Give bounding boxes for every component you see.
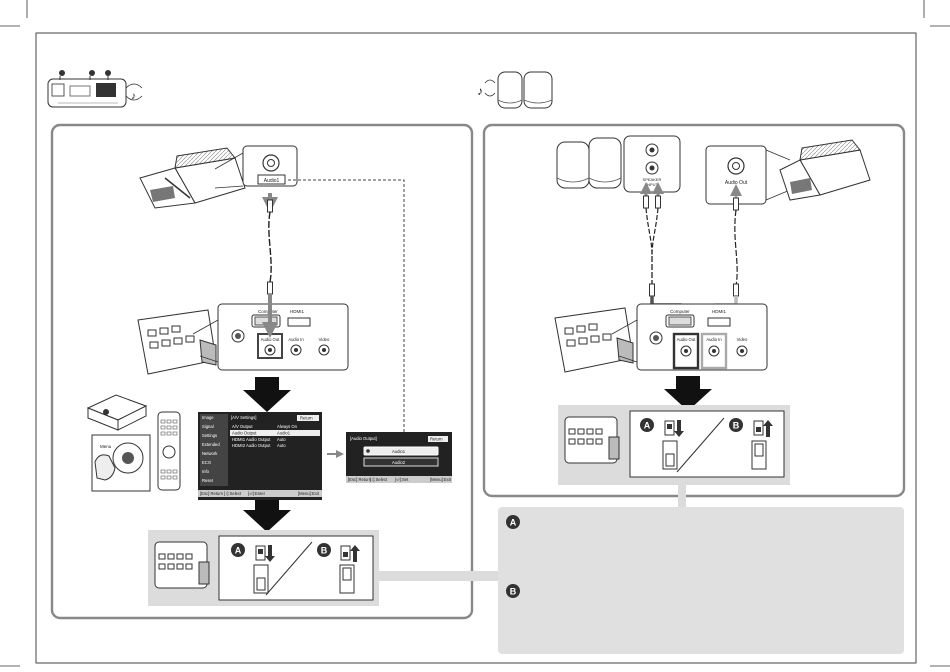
- menu-title: [A/V Settings]: [231, 415, 256, 420]
- step-arrow-right: [664, 376, 712, 411]
- external-speakers-icon: ♪: [477, 71, 553, 109]
- panel-left-audioout: Audio Out: [261, 337, 280, 342]
- menu-sidebar-5[interactable]: ECO: [202, 460, 212, 465]
- speaker-input-label: SPEAKER: [643, 177, 662, 182]
- control-unit-right: [564, 416, 620, 464]
- remote-menu-key: Menu: [100, 444, 112, 449]
- menu-sidebar-3[interactable]: Extended: [202, 442, 220, 447]
- menu-footer-2: [⏎]:Enter: [248, 491, 266, 496]
- audio-output-dialog: [Audio Output] Return Audio1 Audio2 [Esc…: [346, 432, 452, 483]
- menu-row-1-value: Audio1: [277, 431, 291, 436]
- menu-footer-1: [↕]:Select: [224, 491, 242, 496]
- projector-and-remote-illustration: Menu: [86, 394, 181, 492]
- dialog-footer-3: [Menu]:Exit: [430, 477, 452, 482]
- panel-right-video: Video: [737, 337, 748, 342]
- audio-cable-left: [262, 193, 278, 295]
- menu-row-2-label[interactable]: HDMI1 Audio Output: [232, 437, 271, 442]
- menu-footer-3: [Menu]:Exit: [298, 491, 320, 496]
- legend-marker-b: [506, 584, 520, 598]
- menu-return[interactable]: Return: [300, 416, 313, 421]
- panel-right-audioin: Audio In: [706, 337, 722, 342]
- menu-sidebar-0[interactable]: Image: [202, 415, 214, 420]
- legend-marker-a: [506, 515, 520, 529]
- svg-text:♪: ♪: [131, 91, 136, 102]
- audio-out-label-right: Audio Out: [725, 180, 748, 186]
- marker-a-right-text: A: [644, 421, 651, 431]
- speaker-input-label-2: INPUT: [646, 182, 659, 187]
- legend-marker-a-text: A: [510, 518, 517, 528]
- menu-row-3-value: Auto: [277, 443, 286, 448]
- left-panel: [50, 123, 474, 620]
- dialog-footer-0: [Esc]:Return: [348, 477, 372, 482]
- menu-footer-0: [Esc]:Return: [200, 491, 224, 496]
- legend-box: [498, 507, 904, 654]
- panel-left-video: Video: [319, 337, 330, 342]
- step-arrow-2: [243, 497, 291, 532]
- marker-b-left-text: B: [321, 546, 328, 556]
- projector-wall-mount-left: [139, 147, 246, 209]
- marker-a-left-text: A: [235, 546, 242, 556]
- dialog-return[interactable]: Return: [430, 437, 443, 442]
- menu-row-3-label[interactable]: HDMI2 Audio Output: [232, 443, 271, 448]
- projector-wall-mount-right: [779, 139, 871, 201]
- link-bar-left: [379, 571, 501, 581]
- dashed-route-audio1: [288, 179, 405, 438]
- panel-right-audioout-highlight[interactable]: [672, 332, 700, 370]
- marker-b-right: [729, 418, 743, 432]
- panel-left-audioin: Audio In: [288, 337, 304, 342]
- svg-text:♪: ♪: [477, 84, 483, 98]
- menu-sidebar-2[interactable]: Settings: [202, 433, 217, 438]
- panel-right-computer: Computer: [670, 309, 690, 314]
- marker-a-left: [231, 543, 245, 557]
- dialog-footer-1: [↕]:Select: [370, 477, 388, 482]
- panel-right-hdmi1: HDMI1: [712, 309, 726, 314]
- menu-row-1-label[interactable]: Audio Output: [232, 431, 257, 436]
- dialog-option-0[interactable]: Audio1: [392, 449, 406, 454]
- page-border: [35, 32, 917, 664]
- audio1-label: Audio1: [264, 178, 280, 184]
- marker-b-left: [317, 543, 331, 557]
- menu-row-0-label[interactable]: A/V Output: [232, 424, 253, 429]
- control-box-left: [137, 309, 217, 375]
- dialog-footer-2: [⏎]:Set: [395, 477, 409, 482]
- control-box-right: [554, 307, 634, 373]
- control-unit-left: [154, 541, 210, 589]
- panel-left-hdmi1: HDMI1: [290, 309, 304, 314]
- panel-right-audioin-highlight[interactable]: [700, 332, 728, 370]
- menu-row-2-value: Auto: [277, 437, 286, 442]
- menu-sidebar-6[interactable]: Info: [202, 469, 210, 474]
- marker-a-right: [640, 418, 654, 432]
- legend-marker-b-text: B: [510, 587, 517, 597]
- projector-front-icon: ♪: [47, 70, 143, 108]
- link-bar-right: [678, 485, 686, 507]
- dialog-option-1[interactable]: Audio2: [392, 460, 406, 465]
- marker-b-right-text: B: [733, 421, 740, 431]
- panel-right-audioout: Audio Out: [677, 337, 696, 342]
- step-arrow-1: [243, 377, 291, 412]
- menu-sidebar-4[interactable]: Network: [202, 451, 218, 456]
- menu-sidebar-1[interactable]: Signal: [202, 424, 214, 429]
- menu-sidebar-7[interactable]: Reset: [202, 478, 214, 483]
- osd-menu: Image Signal Settings Extended Network E…: [198, 412, 322, 500]
- speakers-right: [556, 137, 622, 189]
- dialog-title: [Audio Output]: [350, 436, 377, 441]
- menu-row-0-value: Always On: [277, 424, 298, 429]
- right-panel: [482, 123, 906, 498]
